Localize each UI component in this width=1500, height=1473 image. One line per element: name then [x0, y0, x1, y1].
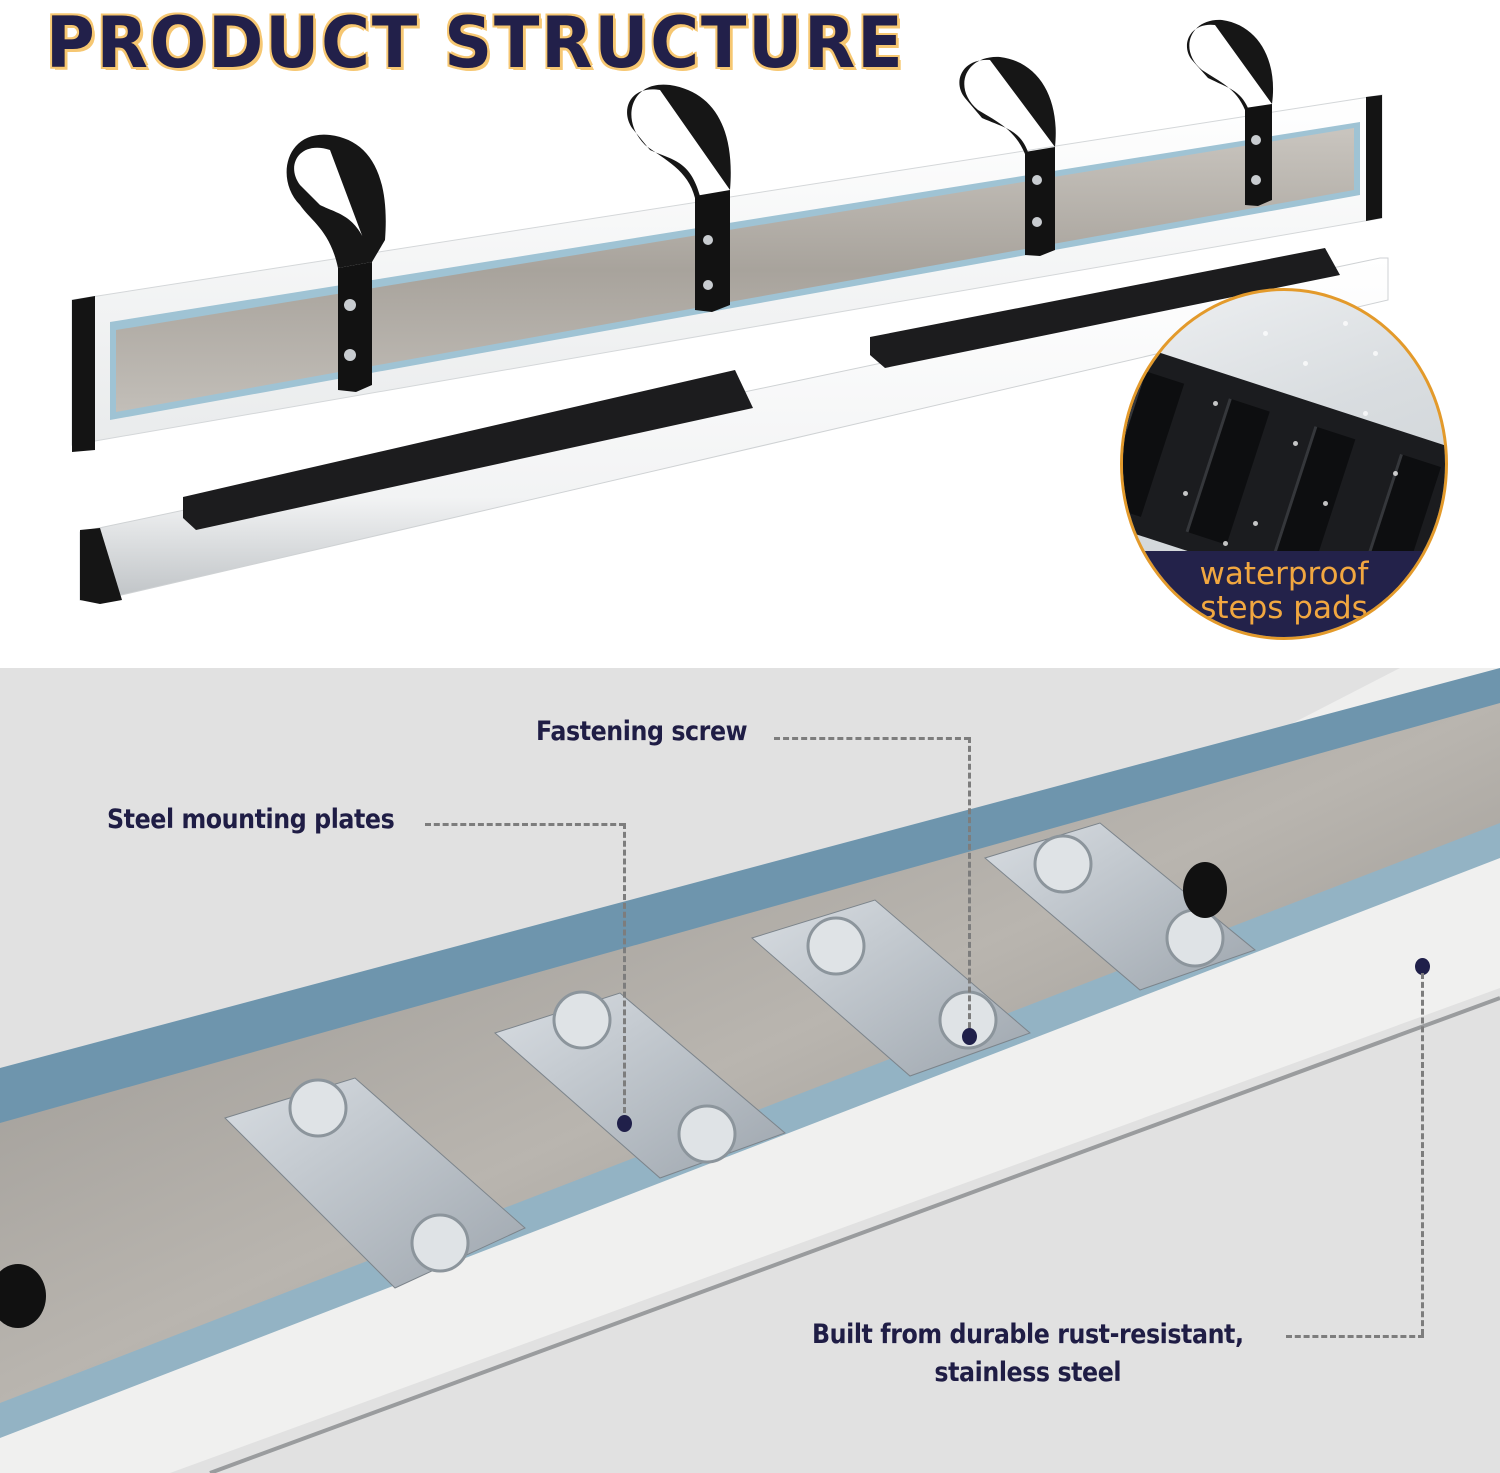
label-material-line-1: Built from durable rust-resistant, — [812, 1319, 1244, 1350]
back-rail-end-cap-right — [1366, 95, 1382, 221]
step-pad-right — [870, 248, 1340, 368]
back-rail-end-cap — [72, 296, 95, 452]
leader-material-horizontal — [1286, 1335, 1424, 1338]
marker-dot-plates — [617, 1115, 632, 1132]
marker-dot-fastening — [962, 1028, 977, 1045]
callout-line-1: waterproof — [1199, 556, 1369, 592]
label-material: Built from durable rust-resistant, stain… — [812, 1316, 1244, 1392]
leader-fastening-horizontal — [774, 737, 970, 740]
closeup-section: Fastening screw Steel mounting plates Bu… — [0, 668, 1500, 1473]
callout-line-2: steps pads — [1200, 590, 1368, 626]
leader-plates-horizontal — [425, 823, 625, 826]
leader-material-vertical — [1421, 973, 1424, 1335]
rail-groove — [209, 996, 1500, 1473]
black-rivets — [0, 862, 1227, 1328]
waterproof-pads-callout: waterproof steps pads — [1120, 288, 1448, 640]
front-step-rail — [79, 248, 1389, 604]
running-boards-illustration — [71, 19, 1389, 604]
leader-fastening-vertical — [968, 737, 971, 1037]
rail-closeup-illustration — [0, 668, 1500, 1473]
label-material-line-2: stainless steel — [934, 1357, 1122, 1388]
step-pad-left — [183, 370, 753, 530]
label-fastening-screw: Fastening screw — [536, 716, 748, 747]
leader-plates-vertical — [623, 823, 626, 1113]
product-overview-section: PRODUCT STRUCTURE waterproof steps pads — [0, 0, 1500, 668]
fastening-screws — [288, 834, 1225, 1273]
water-droplets — [1123, 291, 1445, 637]
label-steel-mounting-plates: Steel mounting plates — [107, 804, 395, 835]
rail-lip-top — [0, 668, 1500, 1128]
marker-dot-material — [1415, 958, 1430, 975]
callout-caption: waterproof steps pads — [1123, 551, 1445, 637]
page-title: PRODUCT STRUCTURE — [45, 1, 905, 85]
step-rail-end-cap — [80, 528, 122, 604]
mounting-brackets — [286, 19, 1274, 392]
